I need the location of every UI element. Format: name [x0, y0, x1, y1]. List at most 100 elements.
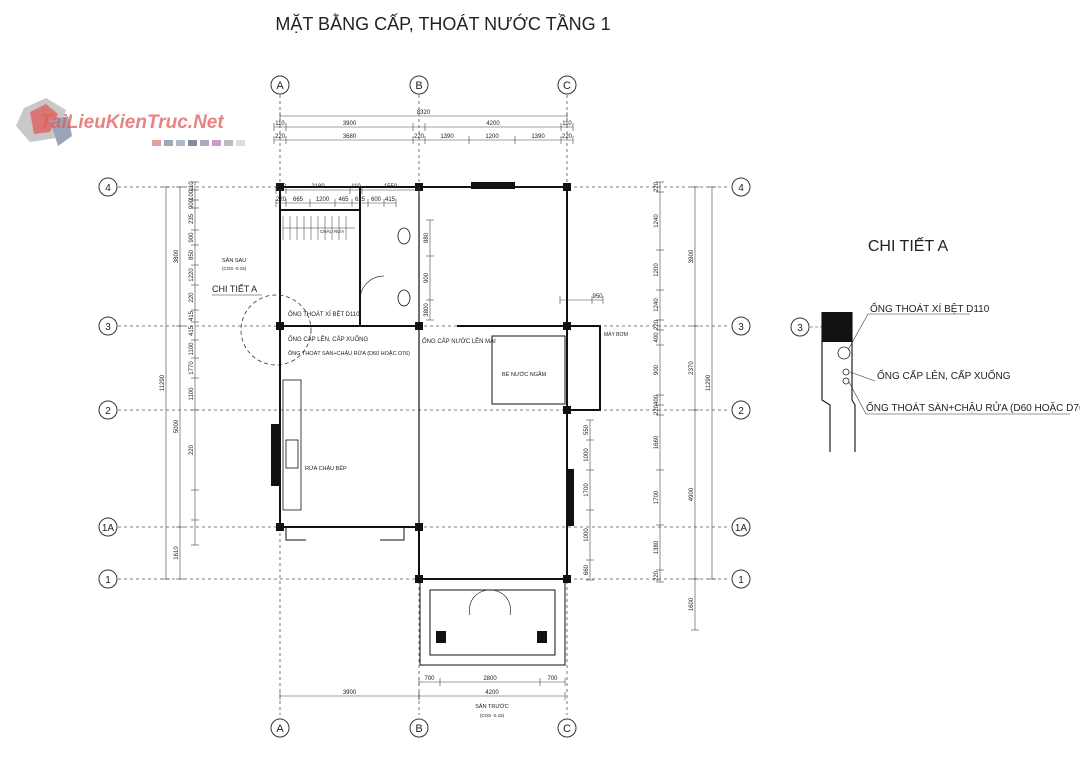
- dim-right-row-label: 220: [654, 404, 660, 415]
- dim-room-top2-label: 220: [276, 197, 287, 203]
- dim-bottom-row-label: 700: [424, 676, 435, 682]
- dim-left-row-label: 900: [189, 232, 195, 243]
- dim-right-row-label: 1240: [654, 298, 660, 312]
- dim-room-top2-label: 465: [338, 197, 349, 203]
- dim-right-row-label: 1660: [654, 435, 660, 449]
- dim-inner-right-label: 660: [584, 564, 590, 575]
- drawing-title: MẶT BẰNG CẤP, THOÁT NƯỚC TẦNG 1: [275, 13, 610, 34]
- dim-right-row-label: 220: [654, 570, 660, 581]
- tank-outline: [491, 335, 566, 405]
- dim-inner-wc-label: 3800: [424, 303, 430, 317]
- dim-inner-right-label: 550: [584, 424, 590, 435]
- dim-right-row-label: 220: [654, 181, 660, 192]
- dim-left-row-label: 415: [189, 325, 195, 336]
- axis-bubble-3: [731, 316, 751, 336]
- detail-title: CHI TIẾT A: [868, 236, 949, 255]
- dim-top-row2-label: 1390: [440, 134, 454, 140]
- dim-room-top2-label: 665: [293, 197, 304, 203]
- dim-top-row2-label: 220: [275, 134, 286, 140]
- axis-label-C: C: [563, 80, 571, 92]
- axis-bubble-1: [98, 569, 118, 589]
- axis-label-2: 2: [738, 406, 744, 417]
- watermark-bar: [212, 140, 221, 146]
- dim-top-row1-label: 3900: [343, 121, 357, 127]
- axis-bubble-2: [98, 400, 118, 420]
- dim-top-row2-label: 1390: [531, 134, 545, 140]
- axis-bubble-C: [557, 75, 577, 95]
- dim-top-row2-label: 220: [562, 134, 573, 140]
- detail-callout-circle: [240, 294, 312, 366]
- dim-left-row-label: 1100: [189, 387, 195, 401]
- axis-bubble-A: [270, 75, 290, 95]
- dim-left-row-label: 850: [189, 249, 195, 260]
- dim-room-top2-label: 625: [355, 197, 366, 203]
- dim-top-total-label: 8320: [417, 110, 431, 116]
- detail-pipe-supply: [842, 368, 850, 376]
- porch: [429, 589, 556, 656]
- axis-bubble-A: [270, 718, 290, 738]
- detail-pipe-large: [837, 346, 851, 360]
- dim-right-sub-label: 2370: [689, 361, 695, 375]
- dim-left-row-label: 220: [189, 292, 195, 303]
- watermark-bar: [188, 140, 197, 146]
- label-ong-san: ỐNG THOÁT SÀN+CHẬU RỬA (D60 HOẶC D76): [288, 350, 410, 357]
- dim-room-top1-label: 220: [276, 184, 287, 190]
- dim-right-row-label: 220: [654, 319, 660, 330]
- label-may-bom: MÁY BƠM: [604, 331, 628, 338]
- dim-right-row-label: 900: [654, 364, 660, 375]
- dim-right-row-label: 1380: [654, 540, 660, 554]
- dim-bottom-left-label: 3900: [343, 690, 357, 696]
- detail-leader-1: [847, 313, 970, 351]
- window-left: [271, 424, 279, 486]
- axis-bubble-1A: [98, 517, 118, 537]
- dim-inner-right-label: 1700: [584, 483, 590, 497]
- dim-top-row2-label: 3680: [343, 134, 357, 140]
- dim-left-row-label: 1100: [189, 342, 195, 356]
- dim-left-sub-label: 3800: [174, 249, 180, 263]
- dim-right-total-label: 11290: [706, 374, 712, 391]
- dim-inner-right-label: 1000: [584, 528, 590, 542]
- dim-top-row1-label: 110: [562, 121, 572, 127]
- axis-bubble-1A: [731, 517, 751, 537]
- dim-room-top1-label: 2180: [311, 184, 325, 190]
- dim-right-row-label: 1240: [654, 214, 660, 228]
- dim-inner-wc-label: 880: [424, 232, 430, 243]
- axis-bubble-2: [731, 400, 751, 420]
- axis-label-3: 3: [105, 322, 111, 333]
- canopy: [285, 527, 405, 541]
- basin: [397, 289, 411, 307]
- dim-right-row-label: 1700: [654, 490, 660, 504]
- column: [415, 523, 423, 531]
- dim-room-top1-label: 110: [351, 184, 361, 190]
- label-chi-tiet-a: CHI TIẾT A: [212, 284, 257, 294]
- dim-right-row-label: 400: [654, 394, 660, 405]
- dim-left-sub-label: 1610: [174, 546, 180, 560]
- kitchen-sink: [285, 439, 299, 469]
- porch-column: [436, 631, 446, 643]
- axis-label-4: 4: [738, 183, 744, 194]
- column: [276, 523, 284, 531]
- label-san-sau: SÂN SAU: [222, 257, 246, 264]
- dim-top-row1-label: 4200: [486, 121, 500, 127]
- axis-bubble-B: [409, 718, 429, 738]
- axis-label-B: B: [415, 723, 422, 735]
- dim-right-sub-label: 3900: [689, 249, 695, 263]
- watermark-bar: [164, 140, 173, 146]
- detail-pipe-drain: [842, 377, 850, 385]
- label-ong-len-mai: ỐNG CẤP NƯỚC LÊN MÁI: [422, 337, 496, 345]
- dim-bottom-total-label: 4200: [485, 690, 499, 696]
- watermark-logo: TaiLieuKienTruc.Net: [16, 98, 245, 146]
- outer-wall-left-bottom: [279, 187, 567, 580]
- dim-left-row-label: 235: [189, 213, 195, 224]
- watermark-bar: [176, 140, 185, 146]
- dim-left-row-label: 220: [189, 444, 195, 455]
- axis-label-A: A: [276, 723, 284, 735]
- axis-label-1A: 1A: [735, 523, 748, 534]
- axis-label-B: B: [415, 80, 422, 92]
- label-rua-bep: RỬA CHẬU BẾP: [305, 465, 347, 472]
- dim-right-row-label: 400: [654, 332, 660, 343]
- detail-label-1: ỐNG THOÁT XÍ BỆT D110: [870, 301, 990, 315]
- axis-bubble-C: [557, 718, 577, 738]
- porch-outer: [419, 580, 566, 666]
- detail-wall: [821, 312, 856, 452]
